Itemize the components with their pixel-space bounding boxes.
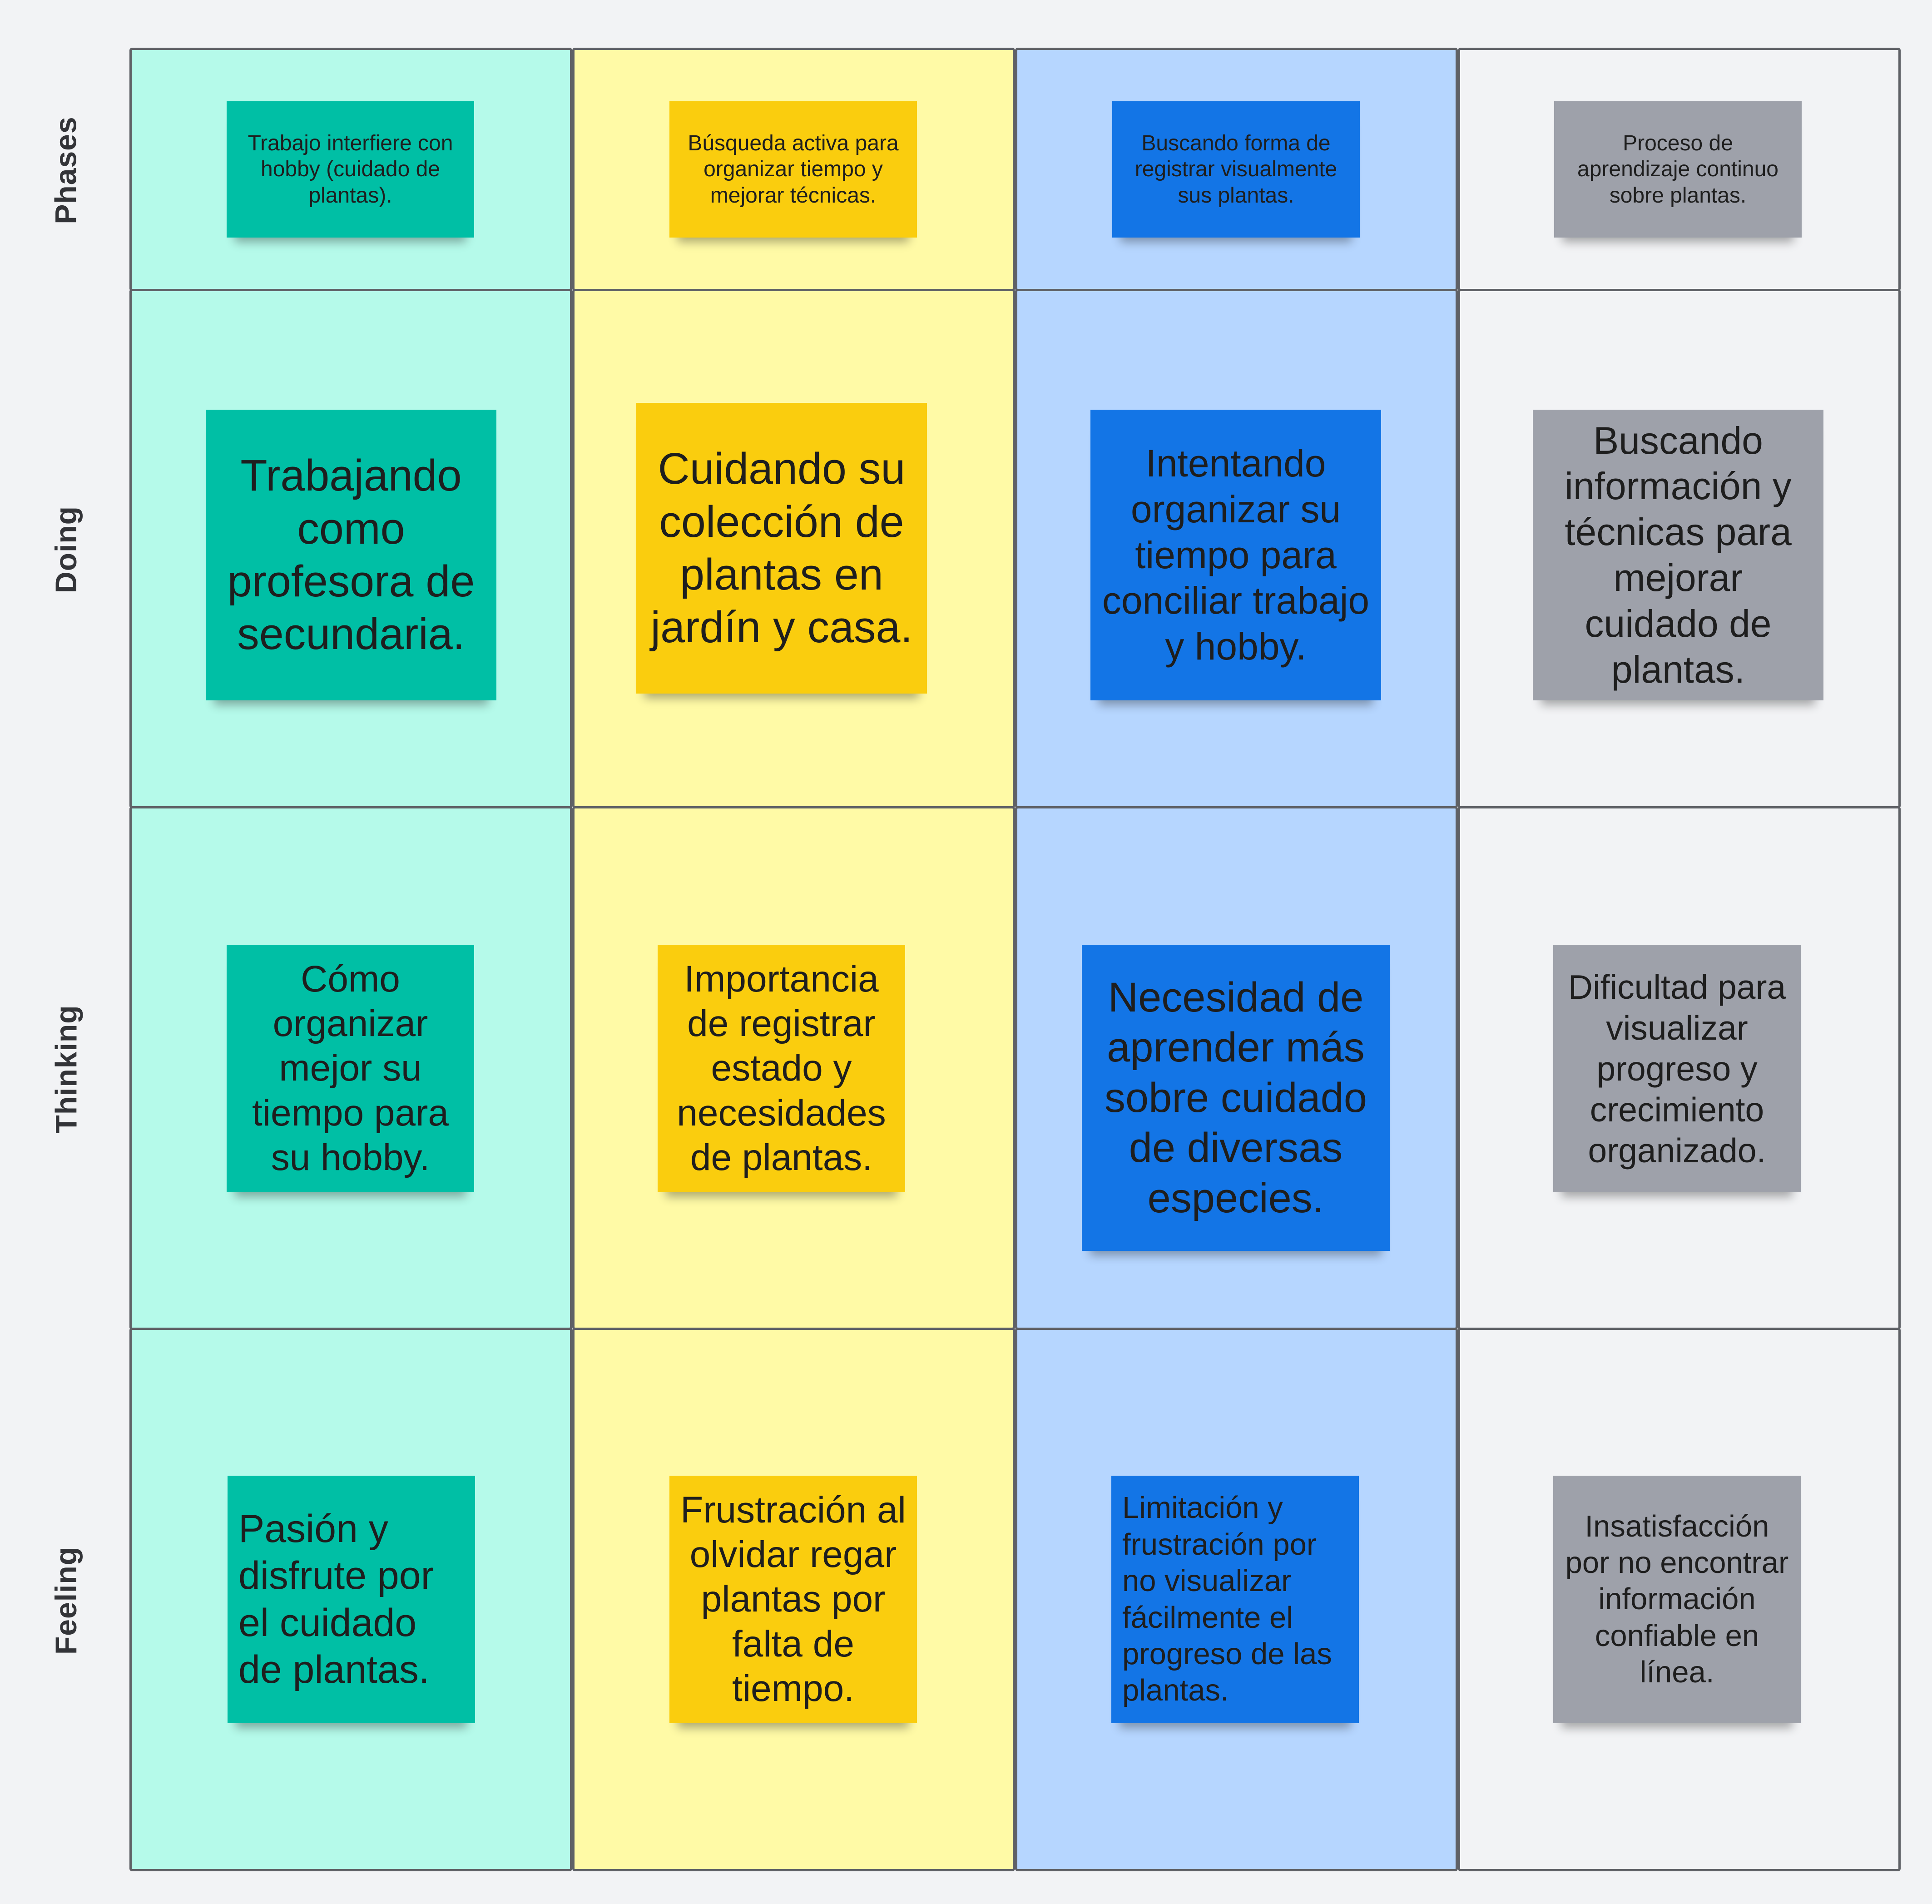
sticky-note-feeling-4[interactable]: Insatisfacción por no encontrar informac… bbox=[1553, 1476, 1801, 1723]
sticky-note-thinking-3[interactable]: Necesidad de aprender más sobre cuidado … bbox=[1082, 945, 1390, 1251]
row-label-doing: Doing bbox=[49, 506, 83, 593]
sticky-note-phases-4[interactable]: Proceso de aprendizaje continuo sobre pl… bbox=[1554, 101, 1802, 238]
sticky-note-thinking-2[interactable]: Importancia de registrar estado y necesi… bbox=[658, 945, 905, 1192]
sticky-note-phases-2[interactable]: Búsqueda activa para organizar tiempo y … bbox=[669, 101, 917, 238]
cell-feeling-col2 bbox=[572, 1328, 1015, 1871]
sticky-note-doing-1[interactable]: Trabajando como profesora de secundaria. bbox=[206, 410, 496, 700]
sticky-note-feeling-2[interactable]: Frustración al olvidar regar plantas por… bbox=[669, 1476, 917, 1723]
sticky-note-phases-3[interactable]: Buscando forma de registrar visualmente … bbox=[1112, 101, 1360, 238]
sticky-note-feeling-1[interactable]: Pasión y disfrute por el cuidado de plan… bbox=[228, 1476, 475, 1723]
sticky-note-feeling-3[interactable]: Limitación y frustración por no visualiz… bbox=[1111, 1476, 1359, 1723]
sticky-note-thinking-1[interactable]: Cómo organizar mejor su tiempo para su h… bbox=[227, 945, 474, 1192]
sticky-note-thinking-4[interactable]: Dificultad para visualizar progreso y cr… bbox=[1553, 945, 1801, 1192]
row-label-feeling: Feeling bbox=[49, 1546, 83, 1655]
sticky-note-phases-1[interactable]: Trabajo interfiere con hobby (cuidado de… bbox=[227, 101, 474, 238]
row-label-phases: Phases bbox=[49, 116, 83, 224]
row-label-thinking: Thinking bbox=[49, 1005, 83, 1134]
sticky-note-doing-2[interactable]: Cuidando su colección de plantas en jard… bbox=[636, 403, 927, 694]
sticky-note-doing-3[interactable]: Intentando organizar su tiempo para conc… bbox=[1090, 410, 1381, 700]
sticky-note-doing-4[interactable]: Buscando información y técnicas para mej… bbox=[1533, 410, 1823, 700]
